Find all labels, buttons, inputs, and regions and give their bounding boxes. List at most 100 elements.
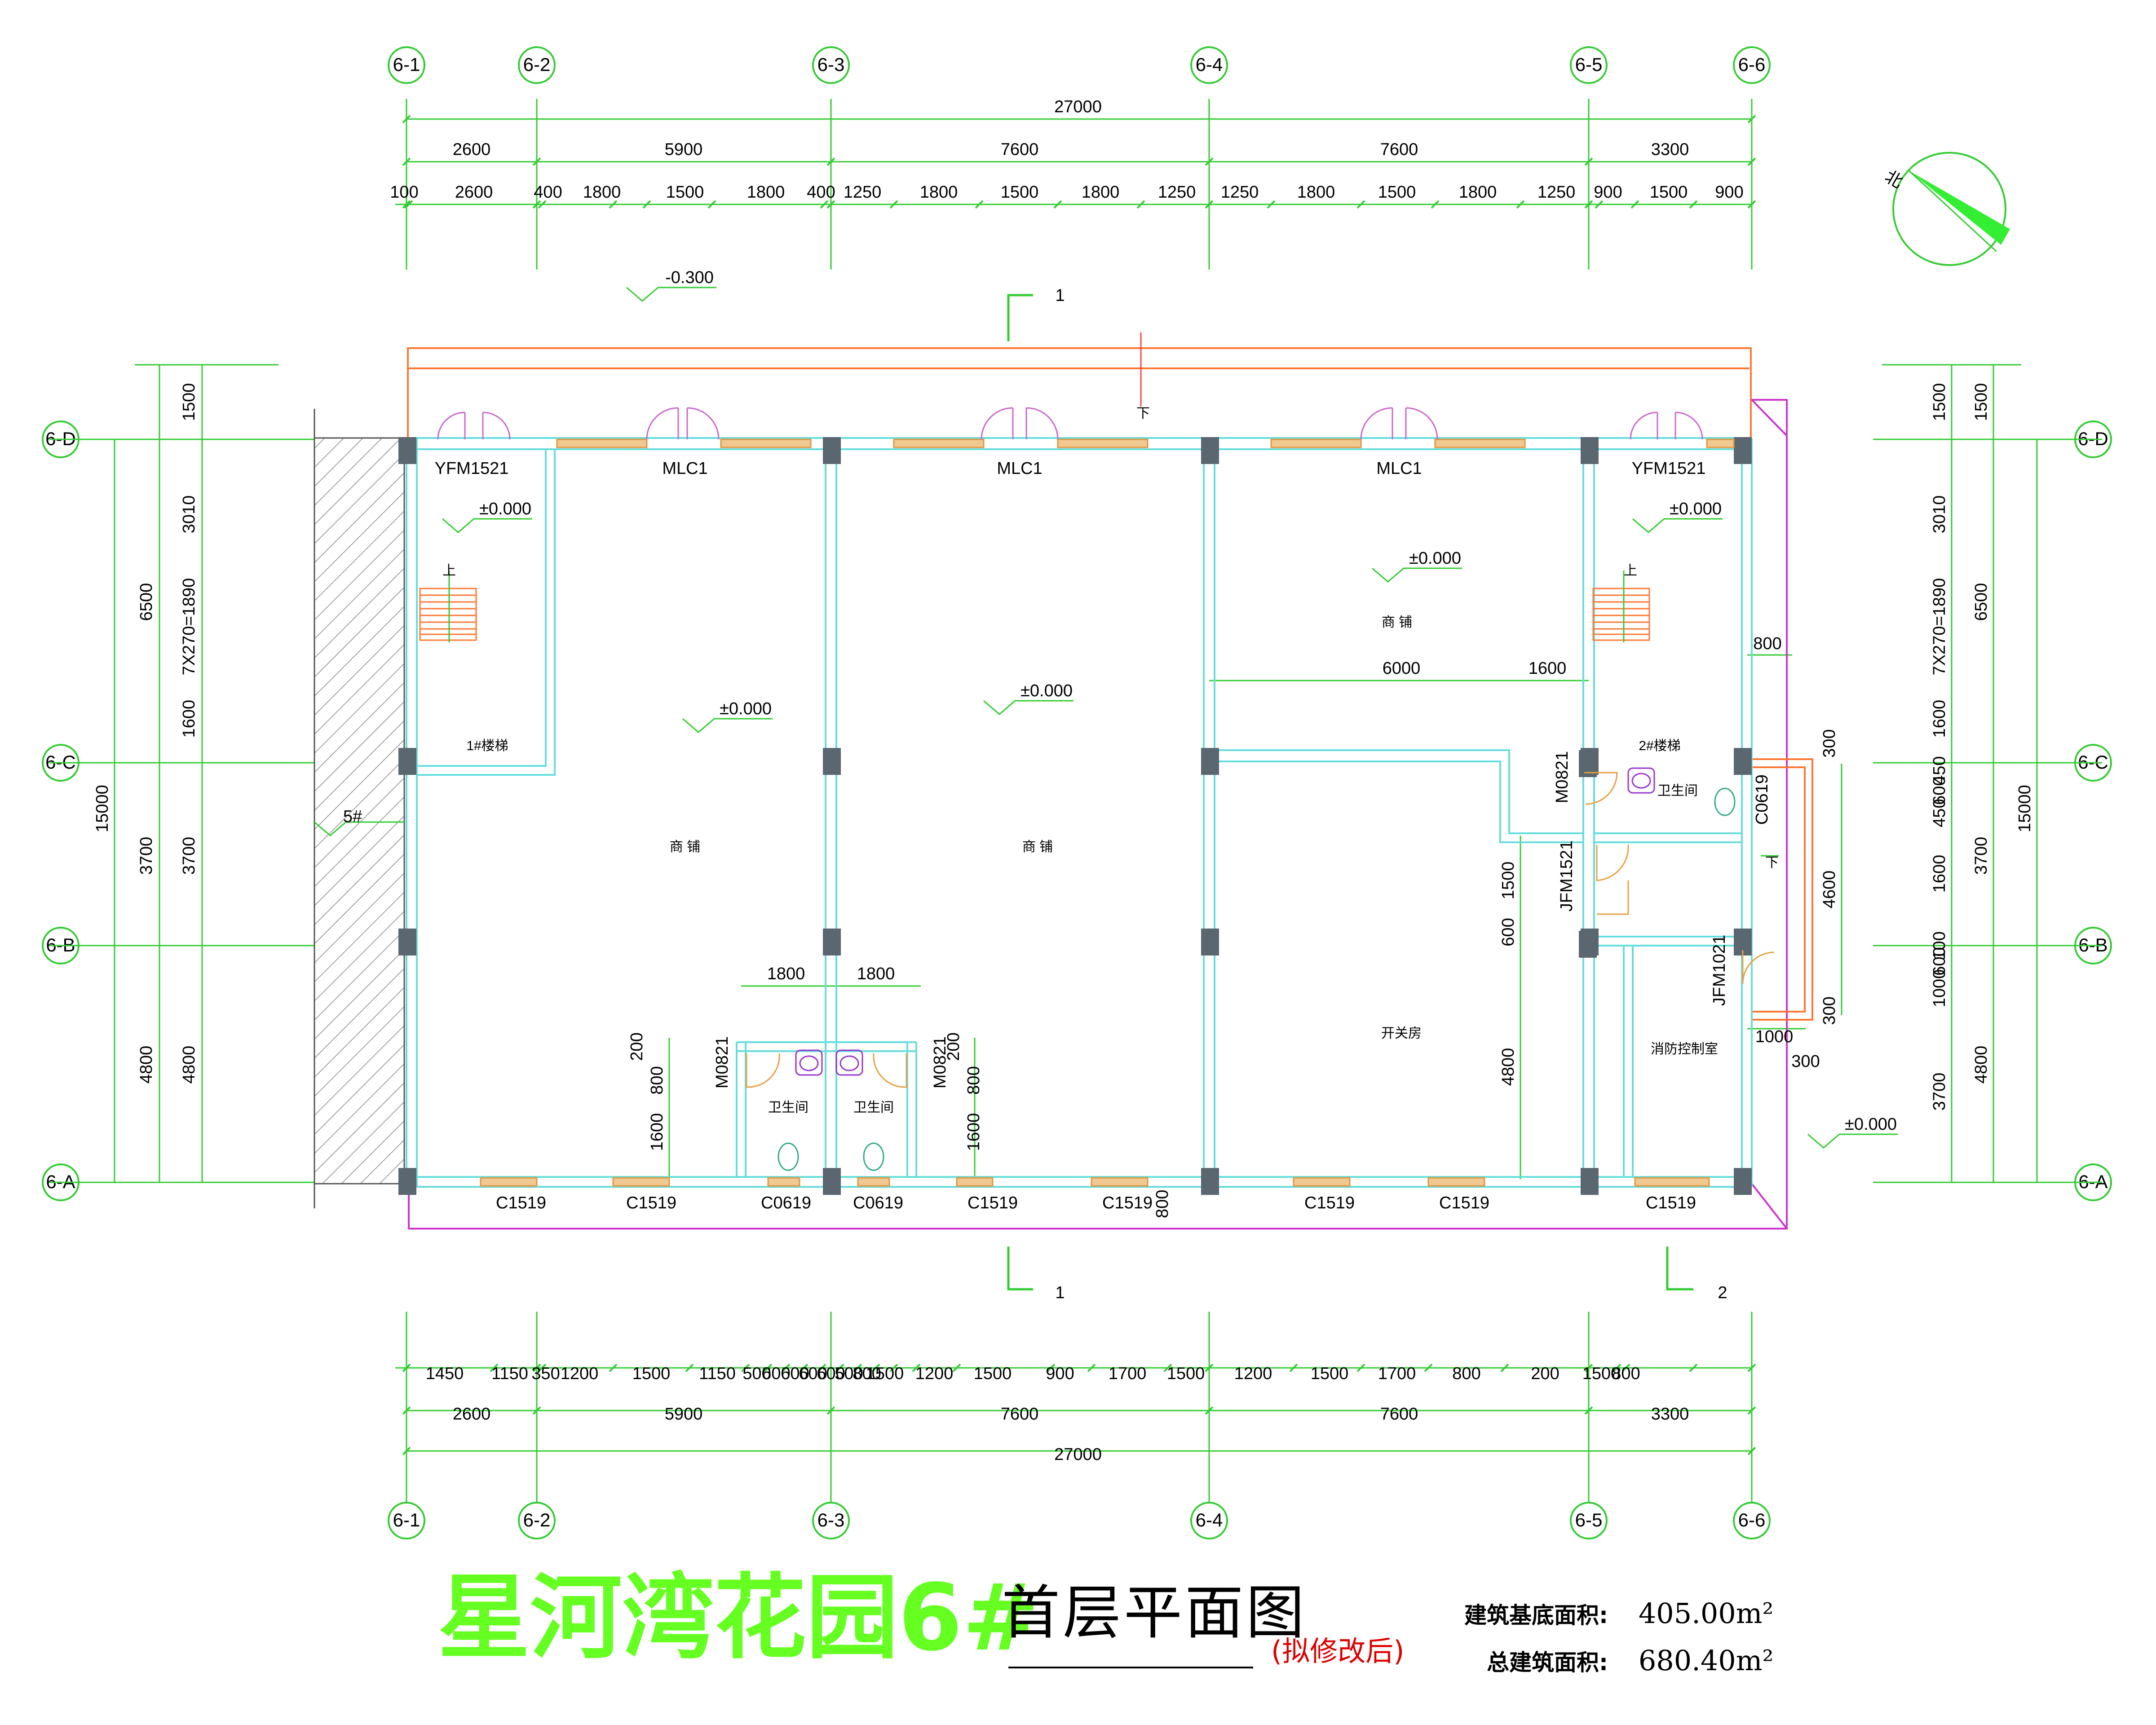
dim-interior: 6000: [1383, 659, 1421, 678]
dim-interior: 800: [1753, 634, 1781, 653]
dim-bottom-detail: 1200: [561, 1364, 599, 1383]
dim-bottom-detail: 600: [817, 1364, 845, 1383]
stair-up-label: 上: [442, 563, 456, 578]
dim-top-bay: 2600: [453, 140, 491, 159]
dimension-tick: [1630, 200, 1639, 209]
door-label: JFM1021: [1710, 935, 1729, 1006]
door-label: JFM1521: [1557, 840, 1576, 911]
window: [1706, 438, 1735, 448]
dim-right-inner: 1600: [1930, 700, 1949, 738]
sanitary-fixtures: [795, 767, 1655, 1076]
dim-left-mid: 3700: [137, 837, 156, 875]
dim-right-mid: 4800: [1972, 1046, 1991, 1084]
column: [1579, 931, 1597, 958]
axis-bubbles-left: 6-D6-C6-B6-A: [42, 420, 80, 1201]
north-label: 北: [1882, 167, 1906, 192]
room-label: 卫生间: [853, 1100, 894, 1115]
dim-right-inner: 100: [1930, 931, 1949, 960]
dim-top-detail: 1500: [666, 183, 704, 202]
axis-label: 6-5: [1575, 54, 1603, 75]
dim-right-mid: 6500: [1972, 583, 1991, 621]
dimension-tick: [1595, 200, 1604, 209]
dimension-tick: [1267, 200, 1276, 209]
dim-left-mid: 6500: [137, 583, 156, 621]
window: [767, 1177, 800, 1187]
dim-bottom-bay: 7600: [1380, 1405, 1418, 1424]
dim-top-detail: 1800: [583, 183, 621, 202]
column: [398, 437, 416, 464]
axis-label: 6-2: [523, 54, 551, 75]
dimension-tick: [1163, 1363, 1172, 1372]
dim-bottom-detail: 1200: [915, 1364, 954, 1383]
level-value: ±0.000: [1845, 1115, 1897, 1134]
column: [823, 748, 841, 775]
dim-bottom-detail: 1700: [1378, 1364, 1416, 1383]
area-value: 680.40m²: [1638, 1644, 1774, 1677]
room-label: 卫生间: [768, 1100, 808, 1115]
dim-interior: 300: [1791, 1052, 1820, 1071]
dimension-tick: [1356, 1363, 1365, 1372]
dimension-tick: [889, 200, 898, 209]
dimension-tick: [835, 1363, 844, 1372]
axis-bubbles-right: 6-D6-C6-B6-A: [2074, 420, 2112, 1201]
room-label: 2#楼梯: [1639, 739, 1680, 753]
dim-top-detail: 1800: [747, 183, 785, 202]
dim-top-detail: 100: [390, 183, 418, 202]
area-row-base: 建筑基底面积: 405.00m²: [1464, 1597, 1773, 1630]
axis-label: 6-2: [523, 1509, 551, 1530]
dimension-tick: [404, 200, 413, 209]
dimension-tick: [532, 200, 541, 209]
window: [1427, 1177, 1485, 1187]
dim-bottom-detail: 800: [853, 1364, 881, 1383]
dimension-tick: [1747, 115, 1756, 124]
level-triangle: [1632, 518, 1723, 533]
dim-right-inner: 3010: [1930, 495, 1949, 534]
dim-interior: 800: [964, 1066, 983, 1094]
dim-left-inner: 1600: [180, 700, 199, 738]
level-triangle: [682, 718, 773, 733]
dim-bottom-detail: 1500: [1167, 1364, 1205, 1383]
dimension-tick: [402, 157, 411, 166]
dim-top-detail: 1500: [1650, 183, 1688, 202]
dim-top-detail: 900: [1594, 183, 1622, 202]
dimension-tick: [532, 1363, 541, 1372]
dim-interior: 800: [1153, 1190, 1172, 1218]
area-label: 建筑基底面积:: [1464, 1602, 1608, 1628]
dim-interior: 600: [1499, 918, 1518, 946]
dim-interior: 800: [648, 1066, 667, 1094]
dim-top-bay: 7600: [1001, 140, 1039, 159]
level-triangle: [1372, 567, 1462, 583]
dimension-tick: [532, 1406, 541, 1415]
window: [1091, 1177, 1149, 1187]
column: [1201, 748, 1219, 775]
window-label: MLC1: [997, 459, 1042, 478]
dim-top-detail: 400: [807, 183, 835, 202]
axis-bubble: [388, 46, 425, 84]
window-label: C1519: [1304, 1194, 1355, 1212]
dimension-tick: [1205, 1406, 1214, 1415]
windows: [480, 438, 1735, 1187]
dimension-tick: [532, 157, 541, 166]
column: [1201, 929, 1219, 955]
dimension-tick: [952, 1363, 961, 1372]
level-value: ±0.000: [1021, 681, 1073, 700]
dim-bottom-bay: 5900: [665, 1405, 703, 1424]
dimension-tick: [820, 200, 829, 209]
axis-bubble: [812, 46, 850, 84]
dim-left-inner: 1500: [180, 383, 199, 421]
dim-left-outer: 15000: [93, 785, 112, 832]
dimension-tick: [817, 1363, 826, 1372]
dimension-tick: [1584, 1363, 1593, 1372]
dimension-tick: [538, 1363, 547, 1372]
down-arrow-label: 下: [1765, 855, 1779, 870]
dim-bottom-detail: 1500: [632, 1364, 671, 1383]
neighbor-label: 5#: [343, 807, 362, 826]
column: [1201, 1168, 1219, 1195]
window-label: MLC1: [662, 459, 707, 478]
interior-door-swings: [746, 772, 1775, 1088]
dim-right-inner: 600: [1930, 776, 1949, 805]
dim-bottom-detail: 500: [835, 1364, 863, 1383]
room-label: 卫生间: [1657, 783, 1698, 798]
